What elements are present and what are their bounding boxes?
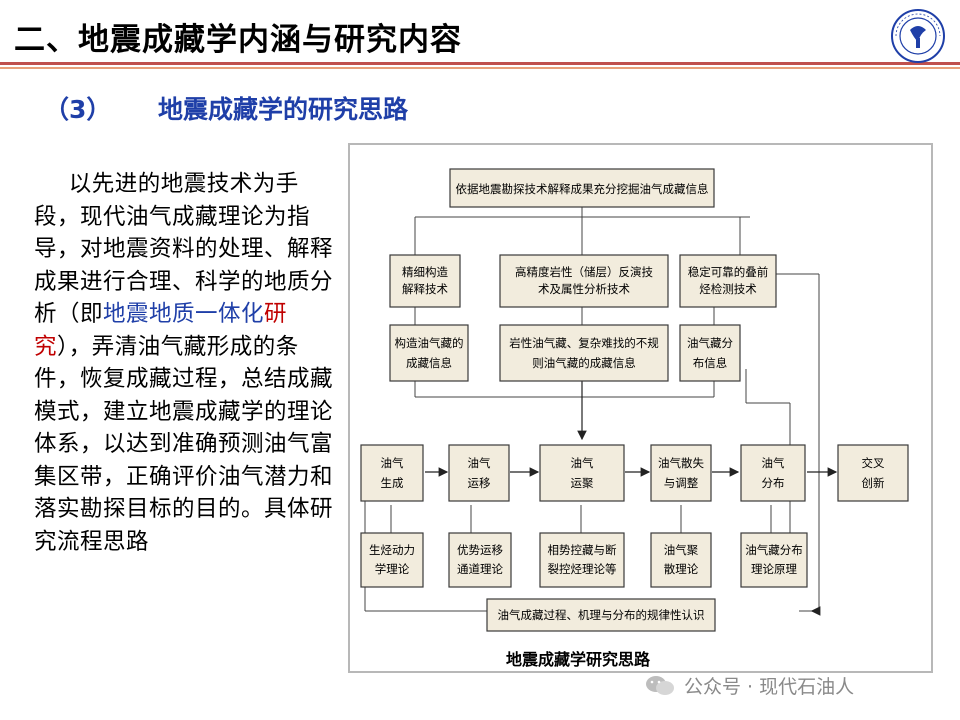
- flow-label: 学理论: [375, 562, 410, 576]
- highlight-term-red: 研究: [34, 301, 288, 360]
- watermark: 公众号 · 现代石油人: [644, 672, 854, 699]
- flow-label: 油气聚: [664, 543, 699, 557]
- description-paragraph: 以先进的地震技术为手段，现代油气成藏理论为指导，对地震资料的处理、解释成果进行合…: [34, 168, 334, 558]
- highlight-term: 地震地质一体化: [103, 301, 265, 327]
- flow-label: 创新: [862, 476, 885, 490]
- flow-box-distribution-theory: [740, 532, 808, 588]
- flow-box-top: [449, 168, 715, 208]
- flow-label: 生成: [381, 476, 404, 490]
- university-logo: [890, 8, 946, 64]
- title-rule: [0, 62, 960, 65]
- flow-box-distribution: [740, 444, 806, 502]
- flow-label: 油气藏分: [687, 336, 733, 350]
- flow-label: 散理论: [664, 562, 699, 576]
- flow-box-structure-tech: [389, 254, 461, 308]
- section-number: （3）: [44, 95, 112, 124]
- diagram-caption: 地震成藏学研究思路: [506, 650, 651, 669]
- flow-label: 精细构造: [402, 265, 448, 279]
- flow-box-migration: [448, 444, 510, 502]
- flow-label: 术及属性分析技术: [538, 282, 630, 296]
- flow-label: 成藏信息: [406, 356, 452, 370]
- flow-box-bottom: [486, 598, 716, 632]
- flow-label: 油气: [381, 456, 404, 470]
- flow-box-fault-theory: [539, 532, 625, 588]
- flowchart-frame: 依据地震勘探技术解释成果充分挖掘油气成藏信息 精细构造 解释技术 高精度岩性（储…: [348, 143, 933, 673]
- wechat-icon: [646, 675, 674, 695]
- flow-label: 通道理论: [457, 562, 503, 576]
- flow-label: 分布: [762, 476, 785, 490]
- flow-label: 相势控藏与断: [548, 543, 617, 557]
- watermark-text: 公众号 · 现代石油人: [684, 676, 855, 698]
- flow-label: 油气: [468, 456, 491, 470]
- flow-box-structural-info: [389, 324, 469, 382]
- flow-label: 构造油气藏的: [395, 336, 464, 350]
- flow-box-dispersion-theory: [650, 532, 712, 588]
- flow-box-pathway-theory: [448, 532, 512, 588]
- flow-label: 烃检测技术: [699, 282, 757, 296]
- flow-box-innovation: [837, 444, 909, 502]
- section-heading: 地震成藏学的研究思路: [158, 95, 409, 124]
- paragraph-part-2: ），弄清油气藏形成的条件，恢复成藏过程，总结成藏模式，建立地震成藏学的理论体系，…: [34, 333, 334, 555]
- flow-box-accumulation: [539, 444, 625, 502]
- flow-box-hydrocarbon-theory: [360, 532, 424, 588]
- flow-label: 油气藏分布: [745, 543, 803, 557]
- flow-label: 岩性油气藏、复杂难找的不规: [509, 336, 659, 350]
- flow-box-distribution-info: [679, 324, 741, 382]
- flow-label: 优势运移: [457, 543, 503, 557]
- flow-box-lithologic-info: [499, 324, 669, 382]
- flow-label: 交叉: [862, 456, 885, 470]
- flow-box-top-label: 依据地震勘探技术解释成果充分挖掘油气成藏信息: [456, 182, 709, 196]
- flow-label: 稳定可靠的叠前: [688, 265, 769, 279]
- flow-label: 布信息: [693, 356, 728, 370]
- flow-box-generation: [360, 444, 424, 502]
- flowchart-diagram: 依据地震勘探技术解释成果充分挖掘油气成藏信息 精细构造 解释技术 高精度岩性（储…: [360, 168, 909, 632]
- flow-box-prestack-tech: [679, 254, 777, 308]
- flow-label: 油气: [571, 456, 594, 470]
- flow-label: 理论原理: [751, 562, 797, 576]
- flow-label: 与调整: [664, 476, 699, 490]
- slide-title: 二、地震成藏学内涵与研究内容: [14, 22, 462, 58]
- flow-label: 油气散失: [658, 456, 704, 470]
- flow-label: 运聚: [571, 476, 594, 490]
- flow-label: 油气: [762, 456, 785, 470]
- flow-label: 运移: [468, 476, 491, 490]
- title-rule-secondary: [0, 67, 960, 69]
- flow-box-dispersion: [650, 444, 712, 502]
- flow-label: 解释技术: [402, 282, 448, 296]
- paragraph-part-1: 以先进的地震技术为手段，现代油气成藏理论为指导，对地震资料的处理、解释成果进行合…: [34, 171, 334, 327]
- flow-box-lithology-tech: [499, 254, 669, 308]
- flow-label: 裂控烃理论等: [548, 562, 617, 576]
- flow-label: 生烃动力: [369, 543, 415, 557]
- flow-label: 则油气藏的成藏信息: [532, 356, 636, 370]
- flow-box-bottom-label: 油气成藏过程、机理与分布的规律性认识: [498, 608, 705, 622]
- flow-label: 高精度岩性（储层）反演技: [515, 265, 653, 279]
- section-subtitle: （3） 地震成藏学的研究思路: [44, 90, 408, 126]
